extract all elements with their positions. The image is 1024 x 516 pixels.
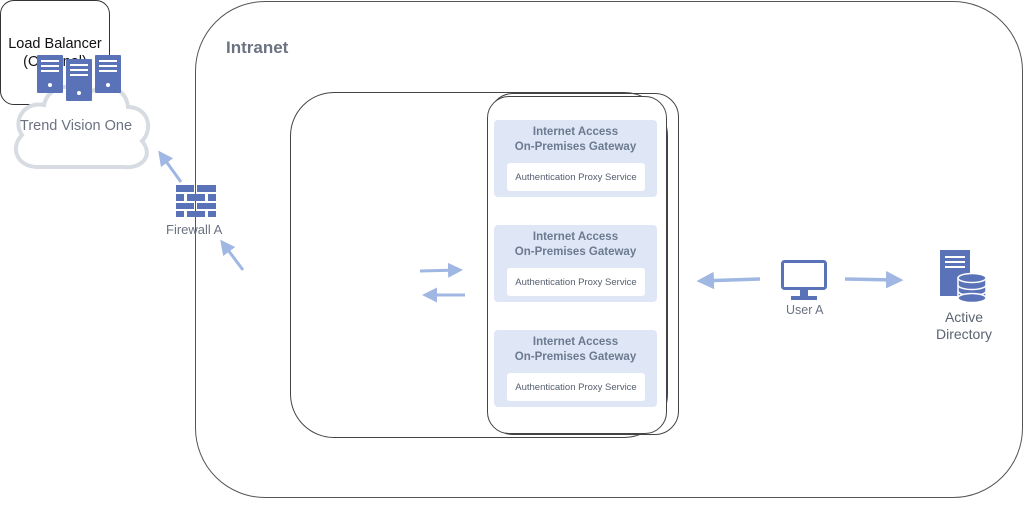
monitor-icon <box>781 260 827 300</box>
arrow-intranet-to-firewall <box>220 239 245 271</box>
gateway-card-1: Internet Access On-Premises Gateway Auth… <box>494 120 657 197</box>
gateway-subtitle: On-Premises Gateway <box>514 351 637 363</box>
gateway-subtitle: On-Premises Gateway <box>514 141 637 153</box>
gateway-title: Internet Access <box>532 126 619 138</box>
cloud-label: Trend Vision One <box>20 118 133 134</box>
intranet-boundary <box>195 1 1023 498</box>
gateway-card-3: Internet Access On-Premises Gateway Auth… <box>494 330 657 407</box>
arrow-lb-to-gateway <box>419 262 463 278</box>
database-icon <box>957 272 987 304</box>
user-label: User A <box>786 303 824 317</box>
auth-proxy-service: Authentication Proxy Service <box>507 268 645 296</box>
gateway-title: Internet Access <box>532 336 619 348</box>
intranet-label: Intranet <box>226 38 289 57</box>
load-balancer-title: Load Balancer <box>8 35 102 52</box>
directory-label-line2: Directory <box>935 326 992 342</box>
auth-proxy-service: Authentication Proxy Service <box>507 163 645 191</box>
gateway-card-2: Internet Access On-Premises Gateway Auth… <box>494 225 657 302</box>
arrow-user-to-directory <box>844 270 904 289</box>
gateway-network-boundary <box>290 92 668 438</box>
auth-proxy-service: Authentication Proxy Service <box>507 373 645 401</box>
directory-label: Active Directory <box>928 309 1000 343</box>
arrow-firewall-to-cloud <box>158 150 183 183</box>
arrow-user-to-gateway <box>696 271 761 290</box>
directory-label-line1: Active <box>944 309 984 325</box>
firewall-label: Firewall A <box>166 222 223 237</box>
firewall-icon <box>176 185 216 217</box>
directory-server-icon <box>940 250 987 304</box>
gateway-subtitle: On-Premises Gateway <box>514 246 637 258</box>
gateway-title: Internet Access <box>532 231 619 243</box>
server-rack-icon <box>37 55 121 101</box>
